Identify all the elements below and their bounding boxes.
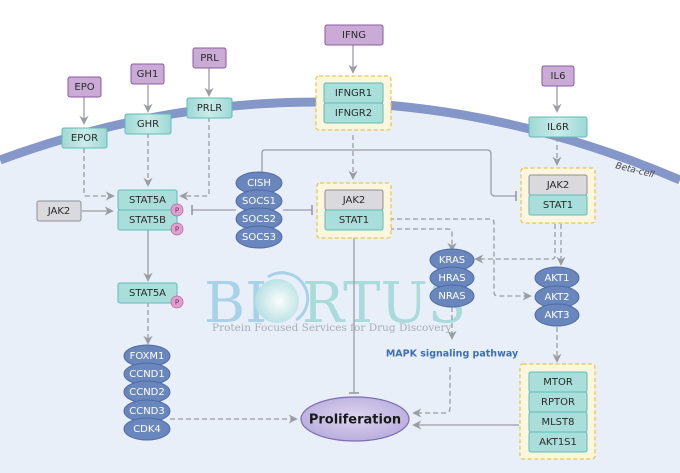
phospho-stat5a-label: P bbox=[175, 207, 179, 215]
socs-item-socs2-label: SOCS2 bbox=[242, 214, 276, 225]
watermark-logo-circle bbox=[255, 279, 299, 323]
receptor-il6r[interactable]: IL6R bbox=[528, 116, 588, 138]
edge-cish-inhibits-right-jak2 bbox=[261, 149, 517, 202]
cyclin-item-foxm1-label: FOXM1 bbox=[130, 351, 165, 362]
ras-stack: KRAS HRAS NRAS bbox=[429, 248, 475, 308]
akt-stack: AKT1 AKT2 AKT3 bbox=[534, 266, 580, 327]
phospho-stat5a-icon bbox=[170, 203, 184, 217]
receptor-ghr[interactable]: GHR bbox=[124, 113, 172, 135]
mtor-item-akt1s1[interactable] bbox=[528, 431, 588, 453]
receptor-epor[interactable]: EPOR bbox=[61, 127, 108, 149]
kinase-jak2-right-label: JAK2 bbox=[546, 180, 570, 191]
edge-mapk-proliferation bbox=[412, 367, 451, 418]
socs-item-socs3[interactable] bbox=[235, 225, 283, 249]
ligand-epo[interactable]: EPO bbox=[67, 76, 102, 98]
stat5b-label: STAT5B bbox=[129, 215, 166, 226]
receptor-epor-label: EPOR bbox=[71, 133, 98, 144]
socs-item-socs3-label: SOCS3 bbox=[242, 232, 276, 243]
ifngr-complex[interactable]: IFNGR1 IFNGR2 bbox=[315, 75, 392, 131]
kinase-jak2-left[interactable]: JAK2 bbox=[36, 200, 82, 222]
mtor-item-mtor-label: MTOR bbox=[543, 377, 573, 388]
ligand-ifng[interactable]: IFNG bbox=[324, 24, 384, 46]
mapk-pathway-link[interactable]: MAPK signaling pathway bbox=[386, 349, 519, 360]
receptor-ifngr2[interactable] bbox=[323, 102, 384, 124]
ras-item-nras-label: NRAS bbox=[438, 291, 465, 302]
outcome-proliferation[interactable]: Proliferation bbox=[300, 396, 410, 442]
jak2-stat1-complex-center[interactable]: JAK2 STAT1 bbox=[316, 182, 392, 239]
akt-item-akt1-label: AKT1 bbox=[544, 273, 569, 284]
watermark: BI RTUS Protein Focused Services for Dru… bbox=[204, 271, 466, 336]
ras-item-nras[interactable] bbox=[429, 284, 475, 308]
ligand-epo-label: EPO bbox=[74, 82, 94, 93]
cyclin-item-cdk4[interactable] bbox=[123, 417, 171, 441]
cyclin-item-ccnd3-label: CCND3 bbox=[129, 406, 165, 417]
edge-right-stat1-kras bbox=[474, 224, 556, 264]
jak2-stat1-complex-right[interactable]: JAK2 STAT1 bbox=[520, 167, 596, 224]
edge-stat1-kras bbox=[389, 228, 457, 252]
cyclin-item-ccnd1-label: CCND1 bbox=[129, 369, 165, 380]
socs-item-socs1-label: SOCS1 bbox=[242, 196, 276, 207]
receptor-ifngr2-label: IFNGR2 bbox=[335, 108, 372, 119]
ligand-ifng-label: IFNG bbox=[342, 30, 366, 41]
akt-item-akt3[interactable] bbox=[534, 303, 580, 327]
stat1-right-label: STAT1 bbox=[543, 200, 573, 211]
phospho-stat5a-nuclear-label: P bbox=[175, 299, 179, 307]
outcome-proliferation-label: Proliferation bbox=[309, 413, 401, 428]
ras-item-kras-label: KRAS bbox=[439, 255, 465, 266]
akt-item-akt3-label: AKT3 bbox=[544, 310, 569, 321]
socs-item-cish-label: CISH bbox=[247, 178, 271, 189]
cyclin-item-cdk4-label: CDK4 bbox=[133, 424, 161, 435]
stat1-center-label: STAT1 bbox=[339, 215, 369, 226]
stat5a-label: STAT5A bbox=[129, 195, 166, 206]
mtor-item-rptor-label: RPTOR bbox=[541, 397, 575, 408]
receptor-il6r-label: IL6R bbox=[547, 122, 569, 133]
mtor-item-akt1s1-label: AKT1S1 bbox=[539, 437, 577, 448]
edge-epor-stat5a bbox=[83, 148, 115, 201]
mtor-complex[interactable]: MTOR RPTOR MLST8 AKT1S1 bbox=[519, 363, 596, 460]
stat5-dimer[interactable]: STAT5A STAT5B P P bbox=[117, 189, 184, 236]
receptor-ghr-label: GHR bbox=[137, 119, 159, 130]
socs-stack: CISH SOCS1 SOCS2 SOCS3 bbox=[235, 171, 283, 249]
ligand-prl-label: PRL bbox=[200, 53, 219, 64]
ligand-gh1-label: GH1 bbox=[137, 69, 159, 80]
cyclin-stack: FOXM1 CCND1 CCND2 CCND3 CDK4 bbox=[123, 344, 171, 441]
mtor-item-mlst8-label: MLST8 bbox=[541, 417, 574, 428]
ligand-prl[interactable]: PRL bbox=[192, 47, 227, 69]
akt-item-akt2-label: AKT2 bbox=[544, 292, 569, 303]
stat5a-nuclear-label: STAT5A bbox=[129, 288, 166, 299]
stat5b[interactable] bbox=[117, 209, 178, 231]
watermark-logo-arc bbox=[267, 271, 310, 322]
phospho-stat5b-icon bbox=[170, 222, 184, 236]
ligand-gh1[interactable]: GH1 bbox=[130, 63, 165, 85]
cyclin-item-ccnd2-label: CCND2 bbox=[129, 387, 165, 398]
phospho-stat5b-label: P bbox=[175, 226, 179, 234]
kinase-jak2-center-label: JAK2 bbox=[342, 195, 366, 206]
stat1-right[interactable] bbox=[528, 194, 588, 216]
receptor-prlr[interactable]: PRLR bbox=[186, 97, 233, 119]
stat5a-nuclear[interactable]: STAT5A P bbox=[117, 282, 184, 309]
watermark-tagline: Protein Focused Services for Drug Discov… bbox=[212, 322, 452, 334]
kinase-jak2-left-label: JAK2 bbox=[47, 206, 71, 217]
ligand-il6[interactable]: IL6 bbox=[541, 65, 575, 87]
phospho-stat5a-nuclear-icon bbox=[170, 295, 184, 309]
receptor-prlr-label: PRLR bbox=[197, 103, 223, 114]
connectors bbox=[79, 45, 566, 430]
ligand-il6-label: IL6 bbox=[551, 71, 566, 82]
stat1-center[interactable] bbox=[324, 209, 384, 231]
receptor-ifngr1-label: IFNGR1 bbox=[335, 88, 372, 99]
ras-item-hras-label: HRAS bbox=[438, 273, 465, 284]
